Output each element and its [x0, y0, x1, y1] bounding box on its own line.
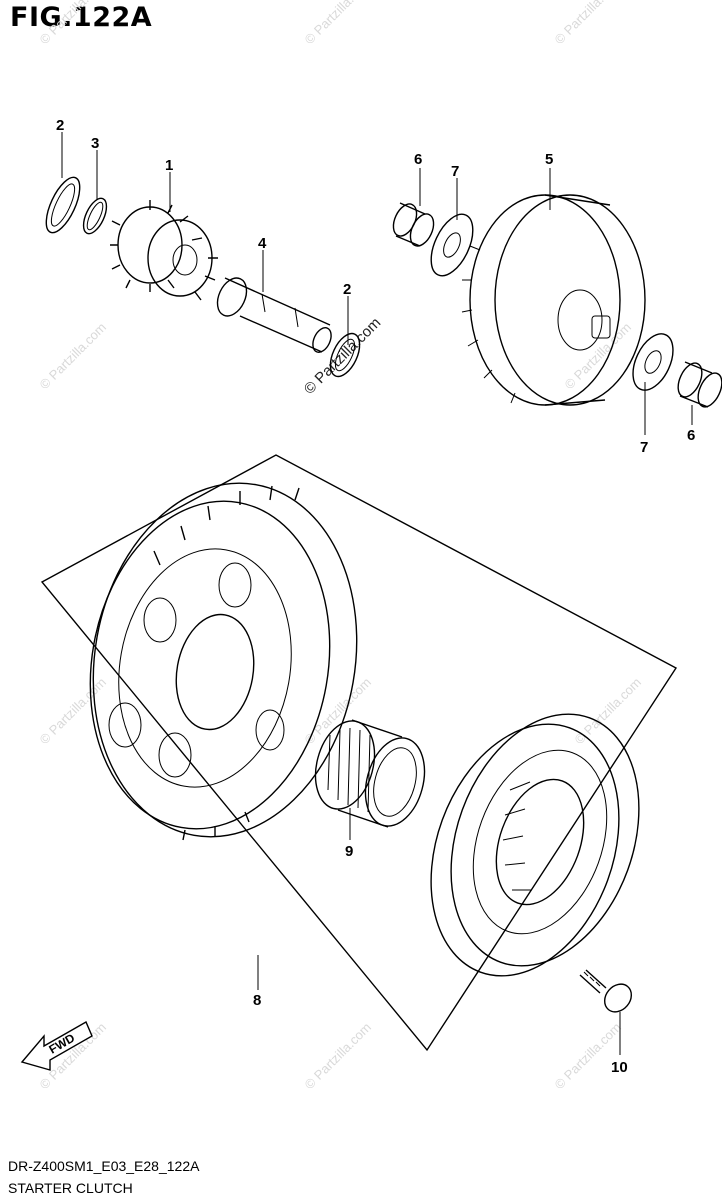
watermark: © Partzilla.com: [562, 320, 635, 393]
callout-6-lower: 6: [687, 427, 695, 444]
part-8-starter-gear: [89, 482, 358, 841]
watermark: © Partzilla.com: [302, 0, 375, 47]
footer-code: DR-Z400SM1_E03_E28_122A: [8, 1158, 200, 1174]
callout-6: 6: [414, 151, 422, 168]
callout-2: 2: [56, 117, 64, 134]
fwd-arrow-icon: FWD: [20, 1021, 93, 1071]
part-6-bushing-lower: [677, 361, 722, 408]
callout-9: 9: [345, 843, 353, 860]
watermark: © Partzilla.com: [37, 0, 110, 47]
watermark: © Partzilla.com: [37, 675, 110, 748]
part-8-assembly-frame: [40, 454, 678, 1052]
callout-4: 4: [258, 235, 267, 252]
watermark: © Partzilla.com: [572, 675, 645, 748]
callout-7-lower: 7: [640, 439, 648, 456]
part-1-idle-gear: [110, 200, 218, 301]
part-2-circlip-right: [329, 332, 361, 378]
callout-1: 1: [165, 157, 173, 174]
watermark: © Partzilla.com: [552, 1020, 625, 1093]
part-7-washer-lower: [632, 333, 674, 391]
part-6-bushing: [392, 202, 435, 247]
callout-3: 3: [91, 135, 99, 152]
callout-7: 7: [451, 163, 459, 180]
callout-2-right: 2: [343, 281, 351, 298]
callout-8: 8: [253, 992, 261, 1009]
part-4-shaft: [216, 277, 332, 353]
watermark: © Partzilla.com: [302, 1020, 375, 1093]
part-9-needle-bearing: [314, 719, 426, 828]
part-5-driven-gear: [461, 194, 646, 406]
part-7-washer: [430, 213, 474, 277]
part-3-snap-ring: [82, 197, 108, 235]
watermark: © Partzilla.com: [552, 0, 625, 47]
callout-10: 10: [611, 1059, 628, 1076]
part-10-bolt: [579, 969, 633, 1013]
watermark: © Partzilla.com: [302, 675, 375, 748]
leader-lines: [61, 132, 693, 1055]
footer-name: STARTER CLUTCH: [8, 1180, 133, 1196]
part-2-circlip: [45, 176, 81, 234]
figure-title: FIG.122A: [10, 2, 153, 33]
watermark: © Partzilla.com: [37, 320, 110, 393]
callouts: 2 3 1 4 2 6 7 5 7 6 9 8 10: [56, 117, 695, 1076]
part-8-one-way-clutch: [430, 713, 640, 977]
watermark: © Partzilla.com: [301, 314, 384, 397]
callout-5: 5: [545, 151, 553, 168]
